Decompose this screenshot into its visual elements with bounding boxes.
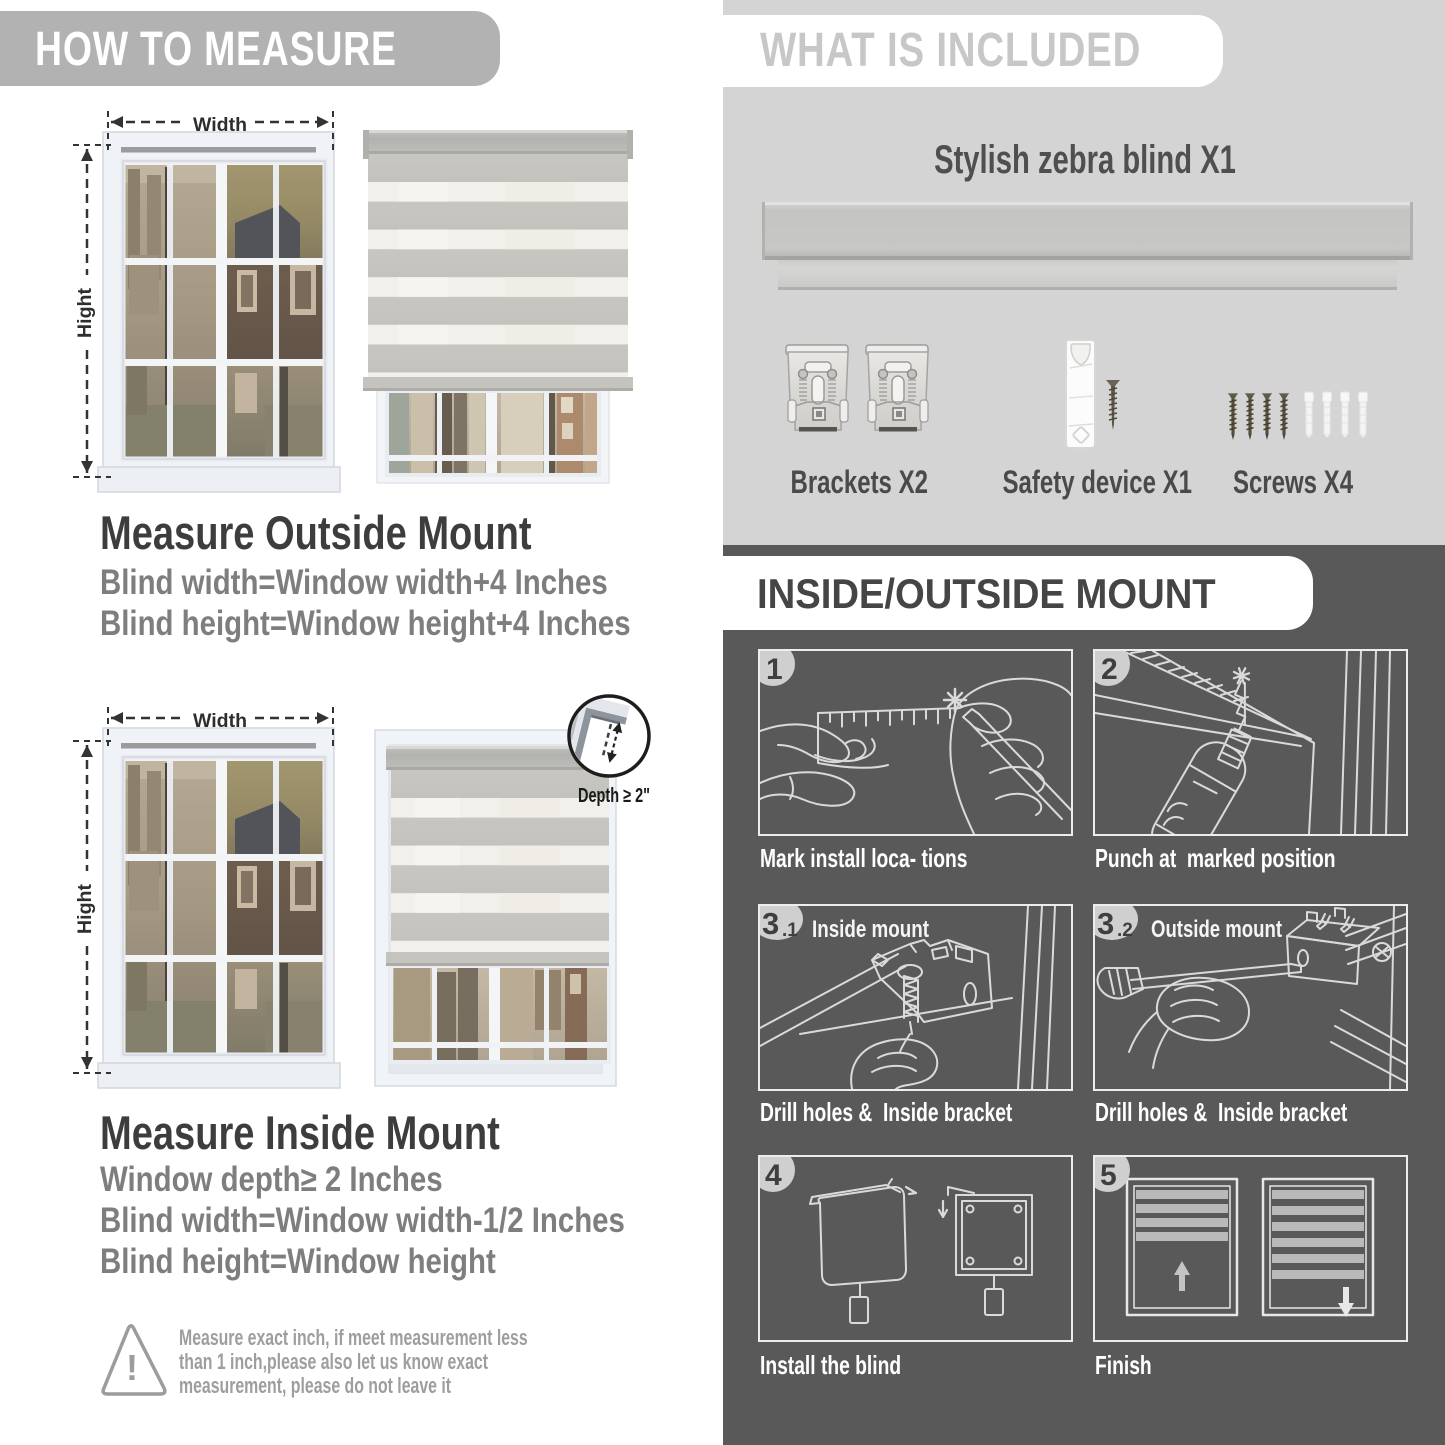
svg-text:4: 4 [765, 1159, 782, 1192]
svg-text:.2: .2 [1117, 920, 1133, 941]
svg-text:Hight: Hight [75, 287, 96, 338]
svg-text:1: 1 [766, 653, 783, 686]
svg-text:3: 3 [762, 906, 779, 941]
svg-text:Hight: Hight [75, 883, 96, 934]
svg-text:Width: Width [193, 711, 247, 732]
svg-text:Width: Width [193, 115, 247, 136]
svg-text:5: 5 [1100, 1159, 1117, 1192]
svg-text:Inside mount: Inside mount [812, 916, 929, 943]
svg-text:.1: .1 [782, 920, 798, 941]
svg-text:2: 2 [1101, 653, 1118, 686]
svg-text:3: 3 [1097, 906, 1114, 941]
svg-text:!: ! [126, 1347, 138, 1388]
svg-text:Depth ≥ 2": Depth ≥ 2" [578, 785, 650, 807]
svg-text:Outside mount: Outside mount [1151, 916, 1282, 943]
